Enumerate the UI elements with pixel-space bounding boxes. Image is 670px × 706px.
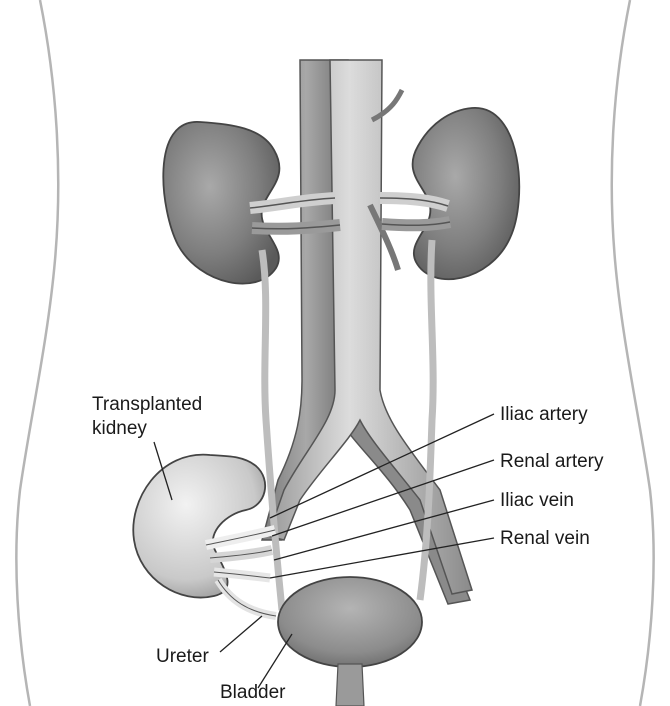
label-transplanted-kidney-line1: Transplanted: [92, 394, 202, 415]
label-iliac-artery: Iliac artery: [500, 404, 588, 425]
label-transplanted-kidney-line2: kidney: [92, 418, 147, 439]
transplant-vessels: [206, 530, 276, 616]
label-ureter: Ureter: [156, 646, 209, 667]
bladder: [278, 577, 422, 706]
label-bladder: Bladder: [220, 682, 286, 703]
label-iliac-vein: Iliac vein: [500, 490, 574, 511]
label-renal-artery: Renal artery: [500, 451, 604, 472]
label-renal-vein: Renal vein: [500, 528, 590, 549]
